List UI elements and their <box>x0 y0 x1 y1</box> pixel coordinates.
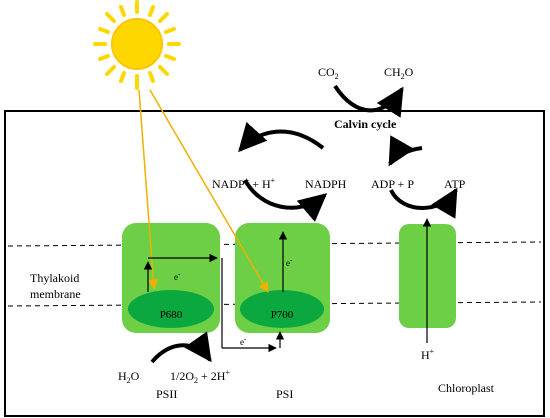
nadph-label: NADPH <box>305 177 347 191</box>
electron-label-psi: e- <box>286 256 293 268</box>
sun-icon <box>93 0 181 90</box>
chloroplast-label: Chloroplast <box>438 381 495 395</box>
light-ray-psi <box>149 89 269 293</box>
thylakoid-label-line2: membrane <box>30 287 81 301</box>
ch2o-label: CH2O <box>384 65 414 81</box>
electron-label-transfer: e- <box>240 335 247 347</box>
water-products-label: 1/2O2 + 2H+ <box>170 368 230 385</box>
p700-reaction-center <box>240 290 324 328</box>
atp-cycle-arrows <box>388 135 458 219</box>
chloroplast-boundary <box>4 110 545 417</box>
p700-label: P700 <box>271 309 294 321</box>
light-ray-psii <box>138 89 159 291</box>
proton-label: H+ <box>421 347 435 362</box>
thylakoid-label-line1: Thylakoid <box>30 271 79 285</box>
atp-label: ATP <box>444 177 466 191</box>
adp-label: ADP + P <box>371 177 414 191</box>
water-splitting-arrow <box>150 331 212 364</box>
psii-label: PSII <box>156 387 177 401</box>
co2-label: CO2 <box>318 65 339 81</box>
nadp-reactant-label: NADP+ + H+ <box>212 176 276 191</box>
p680-label: P680 <box>160 309 183 321</box>
calvin-cycle-title: Calvin cycle <box>334 117 397 131</box>
electron-transport-path <box>143 231 288 353</box>
calvin-cycle-arrow <box>333 84 404 118</box>
h2o-label: H2O <box>118 369 140 385</box>
p680-reaction-center <box>128 290 214 328</box>
electron-label-psii: e- <box>174 270 181 282</box>
psi-label: PSI <box>276 387 293 401</box>
nadp-cycle-arrows <box>238 121 328 222</box>
